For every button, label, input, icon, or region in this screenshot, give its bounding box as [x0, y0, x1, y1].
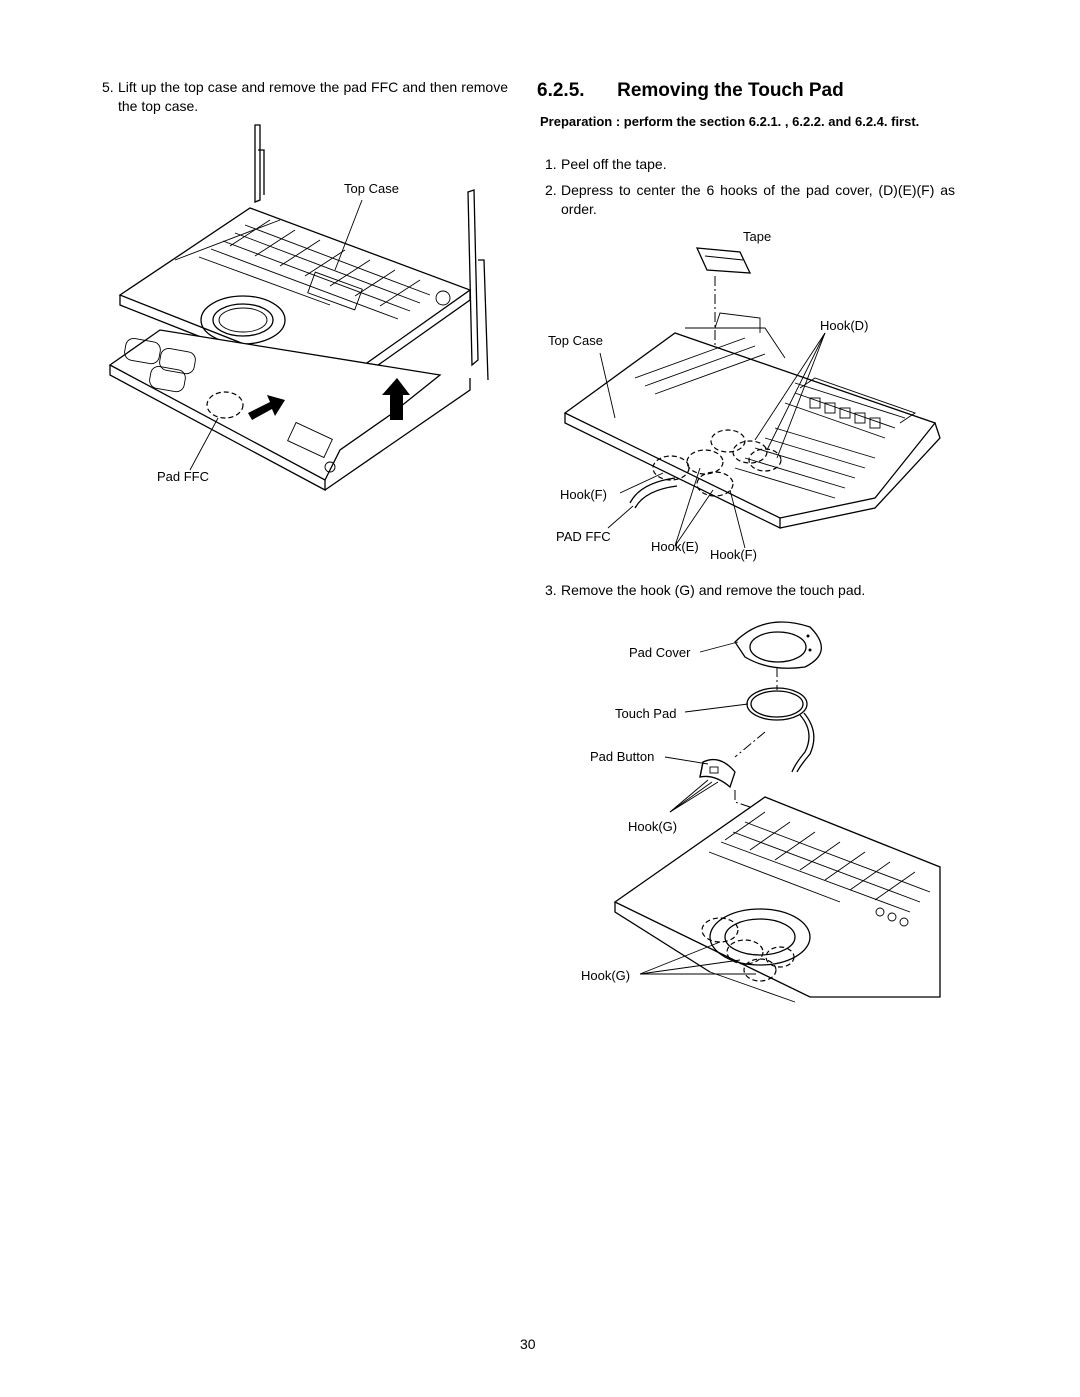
step-5: 5. Lift up the top case and remove the p… [102, 78, 508, 116]
preparation-note: Preparation : perform the section 6.2.1.… [540, 114, 920, 129]
page-number: 30 [520, 1336, 536, 1352]
figure-remove-touch-pad [613, 621, 941, 1003]
fig1-label-top-case: Top Case [344, 181, 399, 196]
section-heading: 6.2.5. Removing the Touch Pad [537, 80, 844, 102]
figure-pad-cover-hooks [563, 247, 941, 549]
section-number: 6.2.5. [537, 80, 585, 101]
fig1-label-pad-ffc: Pad FFC [157, 469, 210, 484]
step-5-text: Lift up the top case and remove the pad … [118, 79, 508, 114]
step-3-text: Remove the hook (G) and remove the touch… [561, 582, 866, 598]
fig2-label-top-case: Top Case [548, 333, 603, 348]
fig3-label-touch-pad: Touch Pad [615, 706, 677, 721]
fig2-label-pad-ffc: PAD FFC [556, 529, 611, 544]
fig3-label-pad-cover: Pad Cover [629, 645, 691, 660]
step-2: 2. Depress to center the 6 hooks of the … [545, 181, 955, 219]
step-1-number: 1. [545, 156, 557, 172]
step-5-number: 5. [102, 79, 114, 95]
step-2-number: 2. [545, 182, 557, 198]
fig2-label-hook-f1: Hook(F) [560, 487, 607, 502]
section-title: Removing the Touch Pad [617, 80, 844, 101]
step-1-text: Peel off the tape. [561, 156, 667, 172]
fig3-label-hook-g1: Hook(G) [628, 819, 678, 834]
fig3-label-hook-g2: Hook(G) [581, 968, 631, 983]
fig2-label-hook-f2: Hook(F) [710, 547, 757, 562]
fig2-label-hook-d: Hook(D) [820, 318, 869, 333]
figure-remove-top-case [108, 124, 489, 492]
fig2-label-tape: Tape [743, 229, 772, 244]
fig2-label-hook-e: Hook(E) [651, 539, 699, 554]
step-2-text: Depress to center the 6 hooks of the pad… [561, 182, 955, 217]
step-3: 3. Remove the hook (G) and remove the to… [545, 581, 955, 600]
step-3-number: 3. [545, 582, 557, 598]
step-1: 1. Peel off the tape. [545, 155, 955, 174]
fig3-label-pad-button: Pad Button [590, 749, 655, 764]
